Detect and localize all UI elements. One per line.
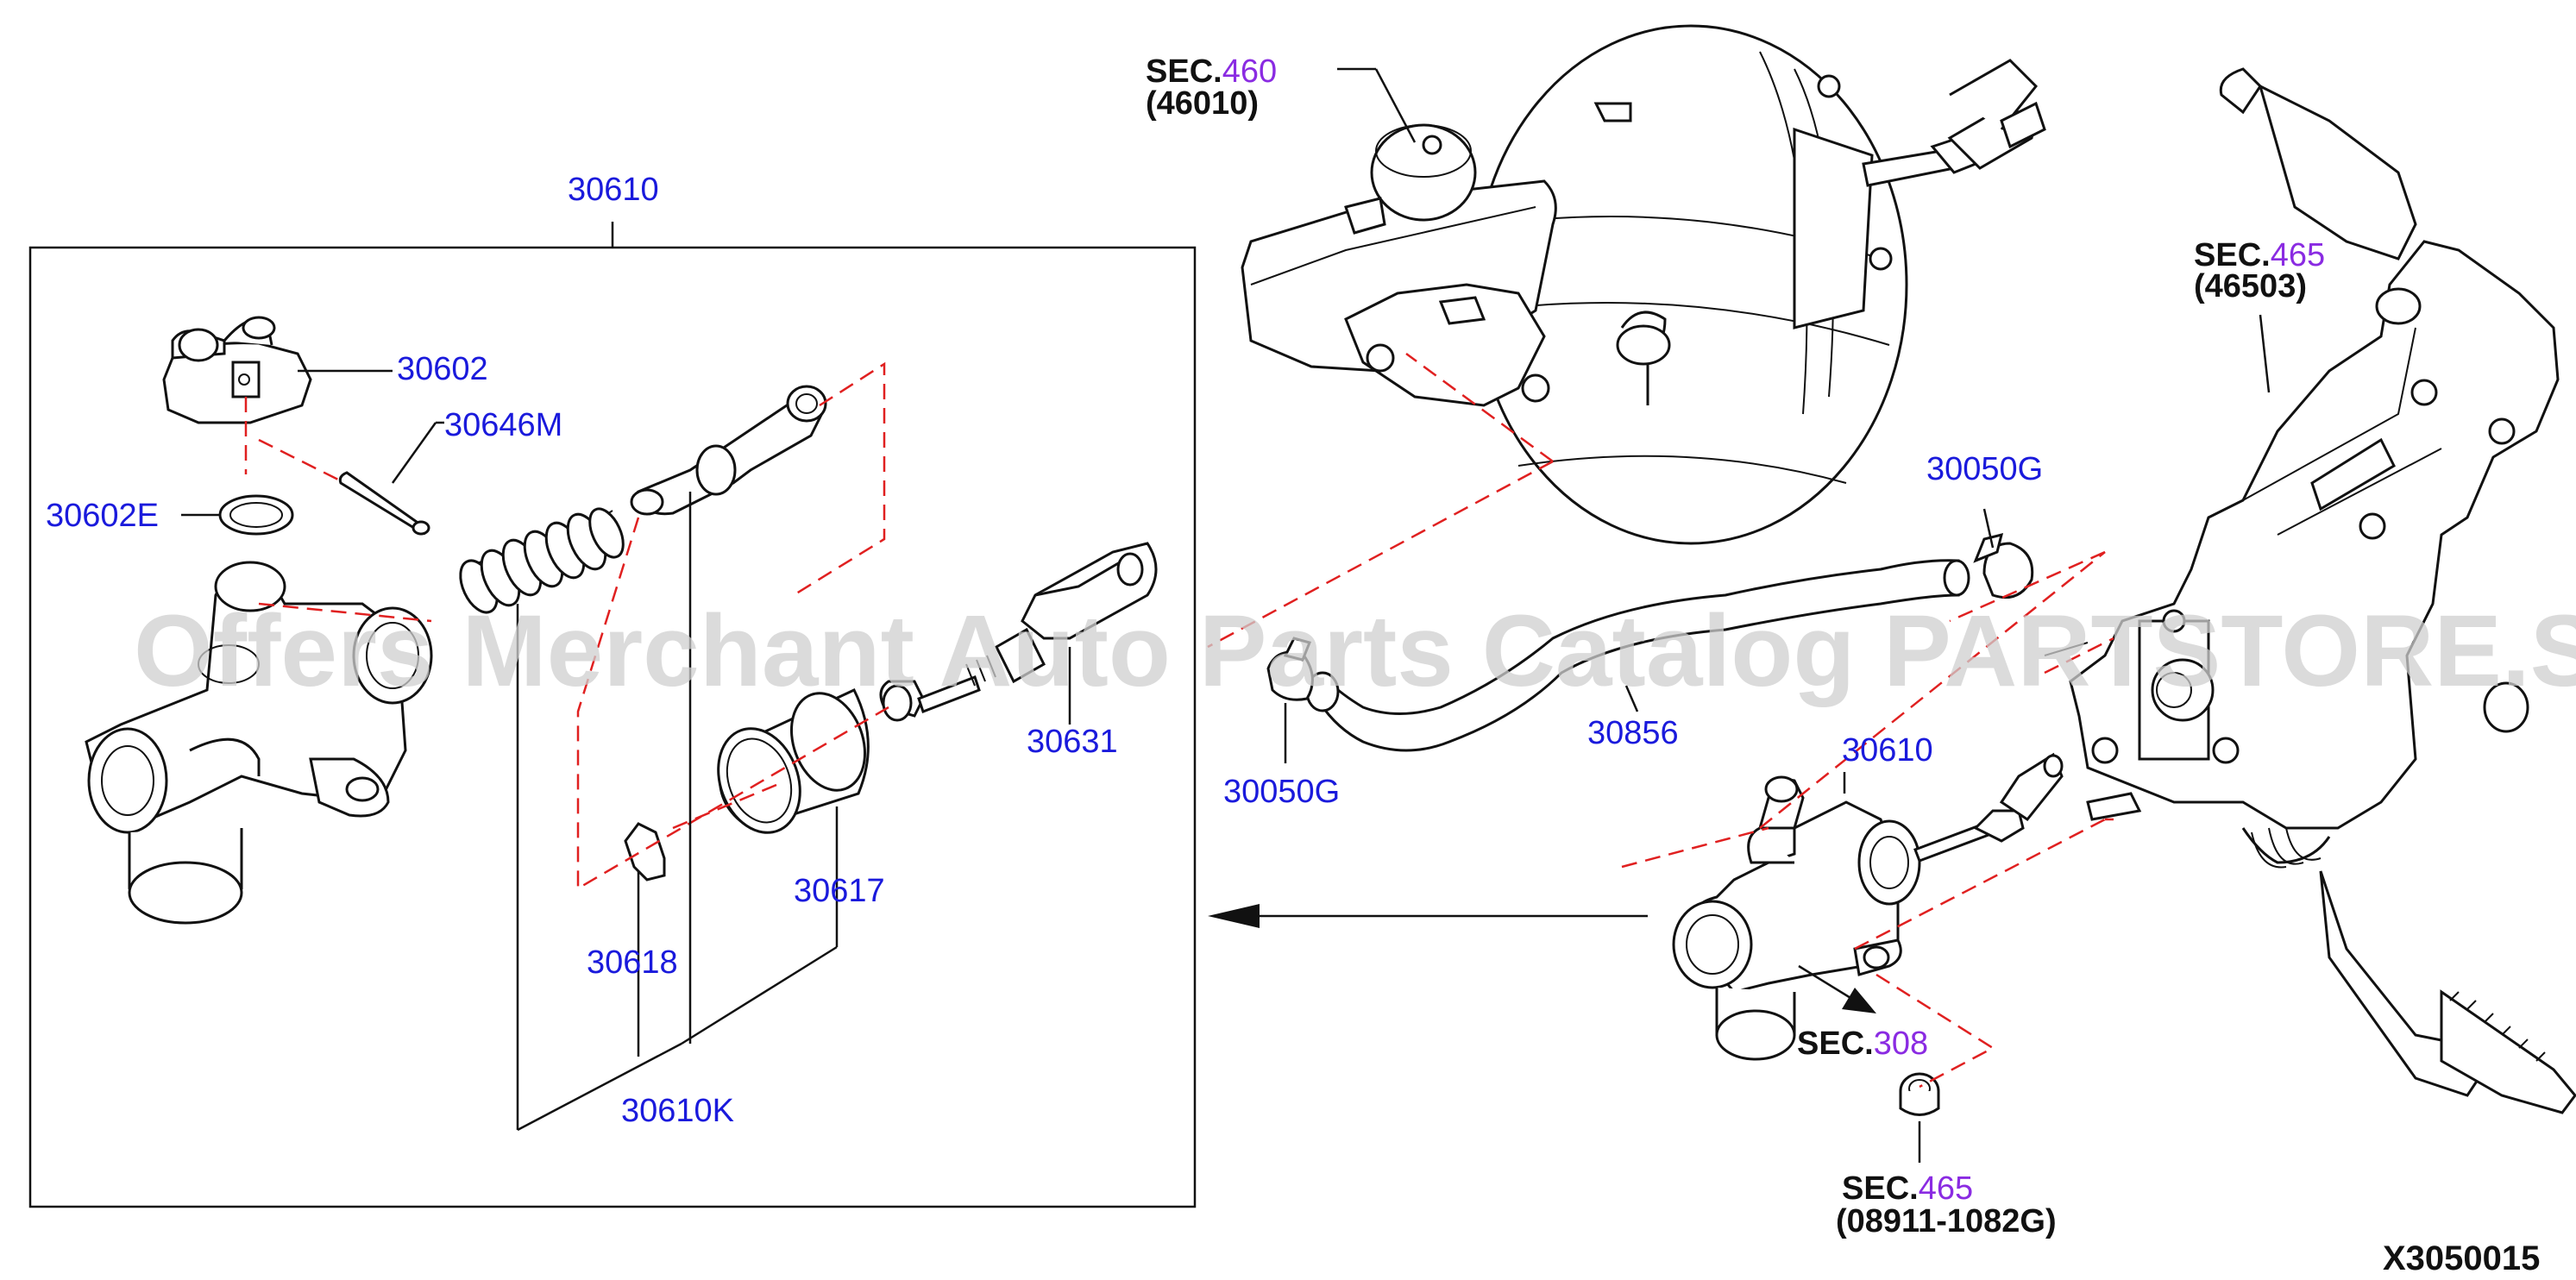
exploded-view-box [28, 222, 1197, 1208]
master-cylinder-assembly-right[interactable] [1672, 752, 2064, 1061]
diagram-code: X3050015 [2383, 1239, 2540, 1277]
master-cylinder-body-left[interactable] [85, 561, 433, 925]
brake-booster-assembly[interactable] [1473, 24, 2046, 545]
pedal-bracket-assembly[interactable] [2044, 67, 2576, 1114]
label-30618[interactable]: 30618 [587, 944, 678, 981]
section-label-pedal-bracket[interactable]: SEC.465 [2194, 237, 2325, 273]
clutch-cap-part[interactable] [162, 316, 312, 424]
watermark-text: Offers Merchant Auto Parts Catalog PARTS… [134, 594, 2576, 708]
hose-clamp-lower[interactable] [1266, 637, 1314, 701]
label-30050g-upper[interactable]: 30050G [1926, 451, 2043, 487]
section-code-brake-booster: (46010) [1146, 85, 1259, 122]
label-30610-assembly[interactable]: 30610 [1842, 732, 1933, 769]
section-code-nut: (08911-1082G) [1836, 1203, 2057, 1239]
leaders-left [516, 492, 1071, 1132]
label-30610k[interactable]: 30610K [621, 1093, 734, 1129]
clip-part[interactable] [624, 822, 666, 882]
label-30617[interactable]: 30617 [794, 873, 885, 909]
label-30631[interactable]: 30631 [1027, 724, 1118, 760]
label-30646m[interactable]: 30646M [444, 407, 562, 443]
piston-part[interactable] [630, 385, 827, 516]
assembly-guides-left [244, 361, 889, 891]
hose-clamp-upper[interactable] [1973, 532, 2034, 599]
brake-fluid-reservoir[interactable] [1241, 123, 1557, 407]
boot-part[interactable] [705, 683, 878, 844]
return-spring-part[interactable] [453, 504, 630, 618]
section-label-brake-booster[interactable]: SEC.460 [1146, 53, 1277, 90]
o-ring-part[interactable] [218, 494, 294, 536]
hose-part[interactable] [1305, 559, 1970, 752]
nut-part[interactable] [1899, 1072, 1940, 1116]
arrow-to-sec-308 [1798, 964, 1876, 1013]
push-rod-part[interactable] [879, 542, 1158, 722]
label-30610-kit[interactable]: 30610 [568, 172, 659, 208]
label-30050g-lower[interactable]: 30050G [1223, 774, 1340, 810]
assembly-guides-right [1207, 352, 2114, 1089]
label-30602[interactable]: 30602 [397, 351, 488, 387]
label-30856[interactable]: 30856 [1587, 715, 1679, 751]
arrow-to-exploded-view [1208, 904, 1648, 928]
section-code-pedal-bracket: (46503) [2194, 268, 2307, 304]
label-30602e[interactable]: 30602E [46, 498, 159, 534]
section-label-clutch-line[interactable]: SEC.308 [1797, 1026, 1928, 1062]
pin-part[interactable] [338, 471, 430, 536]
section-label-nut[interactable]: SEC.465 [1842, 1170, 1973, 1207]
